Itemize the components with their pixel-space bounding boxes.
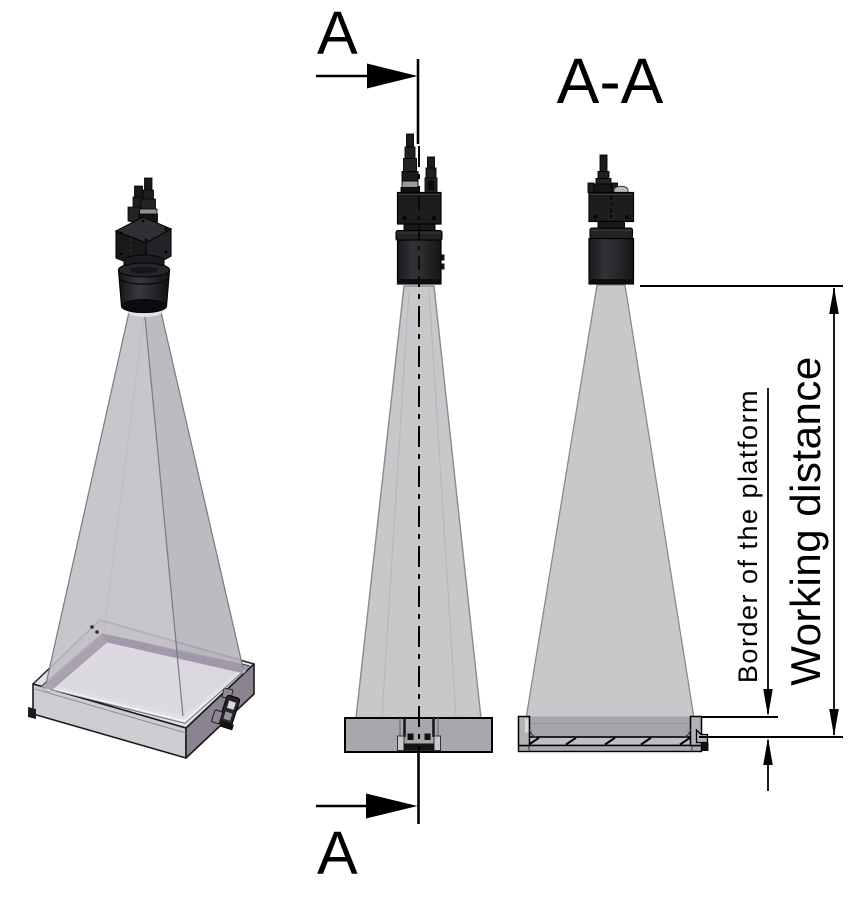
camera-front-screw-b (441, 263, 445, 270)
tray-latch-left (28, 707, 36, 719)
platform-section-left-wall (517, 715, 537, 747)
holder-pad-right (424, 733, 431, 740)
arrow-working-distance-bottom (829, 709, 839, 736)
camera-3d-connector-main (138, 177, 158, 223)
platform-section-foot-pad (701, 742, 709, 751)
holder-post-right (433, 735, 441, 752)
platform-section-inner-band (519, 716, 701, 737)
arrow-working-distance-top (829, 287, 839, 314)
platform-section (517, 284, 709, 753)
light-cone-3d (46, 306, 243, 716)
section-marker-bottom: A (316, 752, 420, 887)
section-arrow-top (367, 63, 418, 89)
camera-section-connector (587, 154, 618, 193)
section-title: A-A (557, 45, 664, 117)
camera-section-dome (613, 185, 629, 193)
camera-front-connector-left (400, 133, 420, 194)
cone-front-face-right (145, 312, 243, 716)
section-label-a-top: A (317, 0, 358, 67)
cone-edge-left (45, 311, 130, 685)
arrow-border-down (763, 689, 773, 716)
tray-glass (40, 641, 250, 724)
camera-front-connector-right (424, 156, 438, 194)
arrow-border-up (763, 738, 773, 765)
plate-hatching (528, 736, 691, 746)
dim-label-working-distance: Working distance (782, 356, 829, 685)
camera-section-ring (589, 227, 634, 240)
isometric-view (28, 177, 255, 759)
tray-screw-1 (90, 625, 94, 629)
camera-front-screw-a (441, 254, 445, 261)
cone-edge-front (144, 316, 184, 717)
dimensions: Working distance Border of the platform (640, 285, 843, 791)
front-view: A A (316, 0, 493, 887)
light-cone-front (355, 285, 482, 719)
dim-label-border: Border of the platform (733, 389, 763, 683)
section-label-a-bottom: A (317, 819, 358, 887)
cone-footprint (45, 635, 246, 720)
platform-section-bottom (517, 744, 703, 753)
tray-inner-wall-left (41, 634, 107, 692)
holder-pad-left (407, 733, 414, 740)
camera-front (395, 133, 445, 285)
section-view: A-A (517, 45, 843, 791)
camera-3d-lens-bottom (121, 299, 167, 313)
camera-section (587, 154, 635, 285)
holder-post-left (397, 735, 405, 752)
tray-inner-wall-back (102, 634, 249, 673)
tray-screw-2 (95, 630, 99, 634)
camera-3d (114, 177, 173, 317)
section-arrow-bottom (366, 793, 418, 819)
cone-front-face-left (46, 312, 183, 716)
camera-section-barrel (588, 237, 635, 285)
dim-border: Border of the platform (733, 388, 773, 791)
tray-interior (40, 625, 250, 731)
dim-working-distance: Working distance (782, 287, 839, 736)
cone-edge-right (160, 311, 244, 669)
cone-section (522, 284, 698, 738)
section-marker-top: A (316, 0, 420, 144)
light-cone-3d-edges (45, 311, 244, 717)
tray-handle (211, 694, 241, 731)
